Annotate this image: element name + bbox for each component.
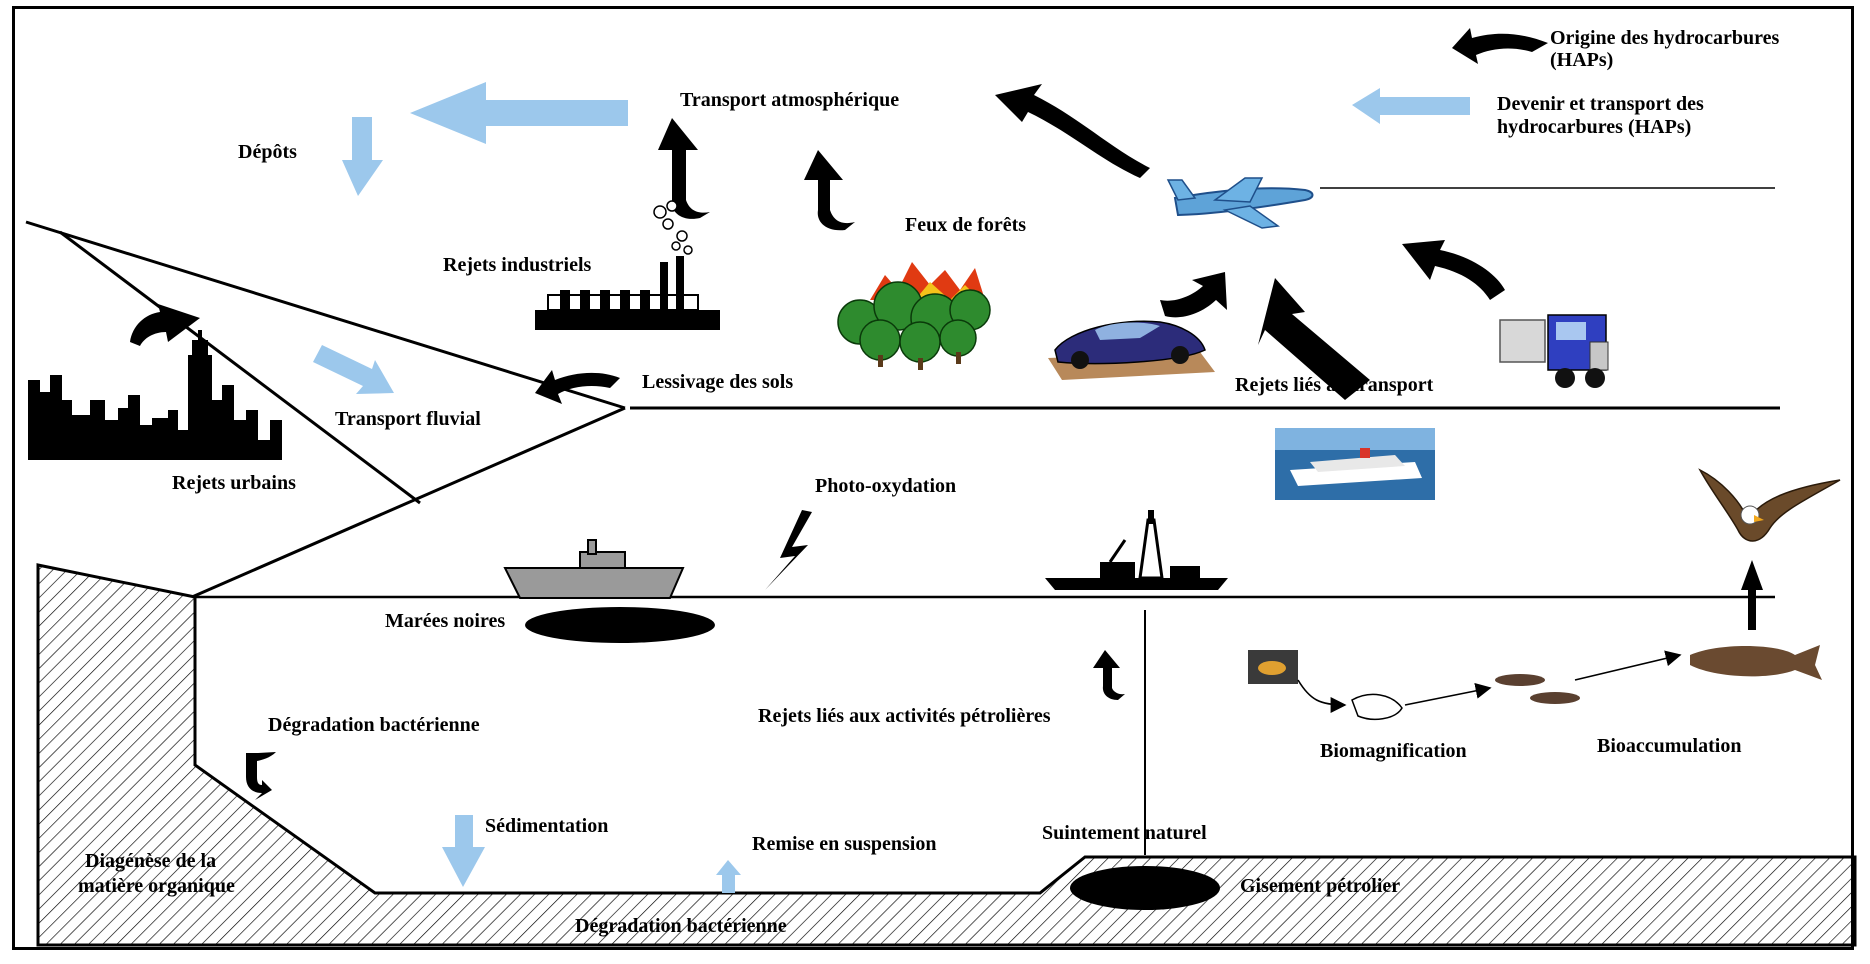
- oil-reservoir: [1070, 866, 1220, 910]
- oil-tanker-icon: [503, 539, 685, 599]
- label-degradation-bacterienne-bottom: Dégradation bactérienne: [575, 915, 787, 937]
- label-feux-de-forets: Feux de forêts: [905, 214, 1026, 236]
- lightning-bolt: [765, 510, 812, 590]
- label-rejets-urbains: Rejets urbains: [172, 472, 296, 494]
- food-chain: [1248, 645, 1822, 721]
- airplane-icon: [1166, 177, 1314, 229]
- black-arrows: [130, 28, 1763, 800]
- blue-arrows: [313, 82, 1470, 893]
- label-gisement-petrolier: Gisement pétrolier: [1240, 875, 1400, 897]
- label-depots: Dépôts: [238, 141, 297, 163]
- cruise-ship-photo: [1275, 428, 1435, 500]
- black-arrow-car: [1160, 272, 1227, 318]
- eagle-icon: [1698, 468, 1841, 542]
- label-diagenese-line1: Diagénèse de la: [85, 850, 216, 872]
- small-fish-1: [1495, 674, 1545, 686]
- label-remise-en-suspension: Remise en suspension: [752, 833, 936, 855]
- black-arrow-oil-up: [1093, 650, 1125, 700]
- truck-icon: [1499, 314, 1609, 388]
- legend-fate-line2: hydrocarbures (HAPs): [1497, 116, 1691, 138]
- label-photo-oxydation: Photo-oxydation: [815, 475, 956, 497]
- label-diagenese-line2: matière organique: [78, 875, 235, 897]
- black-arrow-lessivage: [535, 370, 620, 404]
- legend-fate-line1: Devenir et transport des: [1497, 93, 1704, 115]
- shrimp-icon: [1351, 693, 1403, 721]
- label-bioaccumulation: Bioaccumulation: [1597, 735, 1741, 757]
- label-transport-fluvial: Transport fluvial: [335, 408, 481, 430]
- blue-arrow-legend: [1352, 88, 1470, 124]
- black-arrow-degradation: [246, 752, 276, 800]
- blue-arrow-depots: [342, 117, 383, 196]
- label-transport-atmospherique: Transport atmosphérique: [680, 89, 899, 111]
- black-arrow-fire-up: [804, 150, 855, 231]
- label-rejets-petrolieres: Rejets liés aux activités pétrolières: [758, 705, 1051, 727]
- river-line: [191, 406, 626, 599]
- black-arrow-eagle-up: [1741, 560, 1763, 630]
- large-fish: [1690, 645, 1822, 680]
- land-line-top: [25, 220, 626, 410]
- legend-origin-line1: Origine des hydrocarbures: [1550, 27, 1779, 49]
- legend-origin-line2: (HAPs): [1550, 49, 1613, 71]
- black-arrow-legend: [1452, 28, 1548, 64]
- black-arrow-industry-up: [658, 118, 710, 219]
- label-lessivage-des-sols: Lessivage des sols: [642, 371, 793, 393]
- black-arrow-plane-atmo: [995, 84, 1150, 178]
- city-skyline-icon: [28, 330, 282, 460]
- forest-fire-icon: [837, 262, 991, 370]
- land-line-mid: [59, 230, 421, 505]
- diagram-frame: [12, 6, 1854, 950]
- black-arrow-urban: [130, 304, 200, 346]
- black-arrow-truck: [1402, 240, 1505, 300]
- factory-icon: [535, 200, 720, 330]
- label-degradation-bacterienne-top: Dégradation bactérienne: [268, 714, 480, 736]
- label-rejets-transport: Rejets liés au transport: [1235, 374, 1434, 396]
- blue-arrow-atmo-left: [410, 82, 628, 144]
- oil-platform-icon: [1045, 510, 1228, 590]
- label-suintement-naturel: Suintement naturel: [1042, 822, 1207, 844]
- label-sedimentation: Sédimentation: [485, 815, 608, 837]
- label-marees-noires: Marées noires: [385, 610, 505, 632]
- label-rejets-industriels: Rejets industriels: [443, 254, 592, 276]
- oil-slick: [525, 607, 715, 643]
- blue-arrow-fluvial: [313, 345, 394, 394]
- seafloor-sediment: [36, 563, 1857, 947]
- label-biomagnification: Biomagnification: [1320, 740, 1467, 762]
- blue-arrow-sedimentation: [442, 815, 485, 887]
- car-icon: [1048, 320, 1215, 380]
- small-fish-2: [1530, 692, 1580, 704]
- black-arrow-transport-center: [1258, 278, 1370, 400]
- blue-arrow-resuspension: [716, 860, 741, 893]
